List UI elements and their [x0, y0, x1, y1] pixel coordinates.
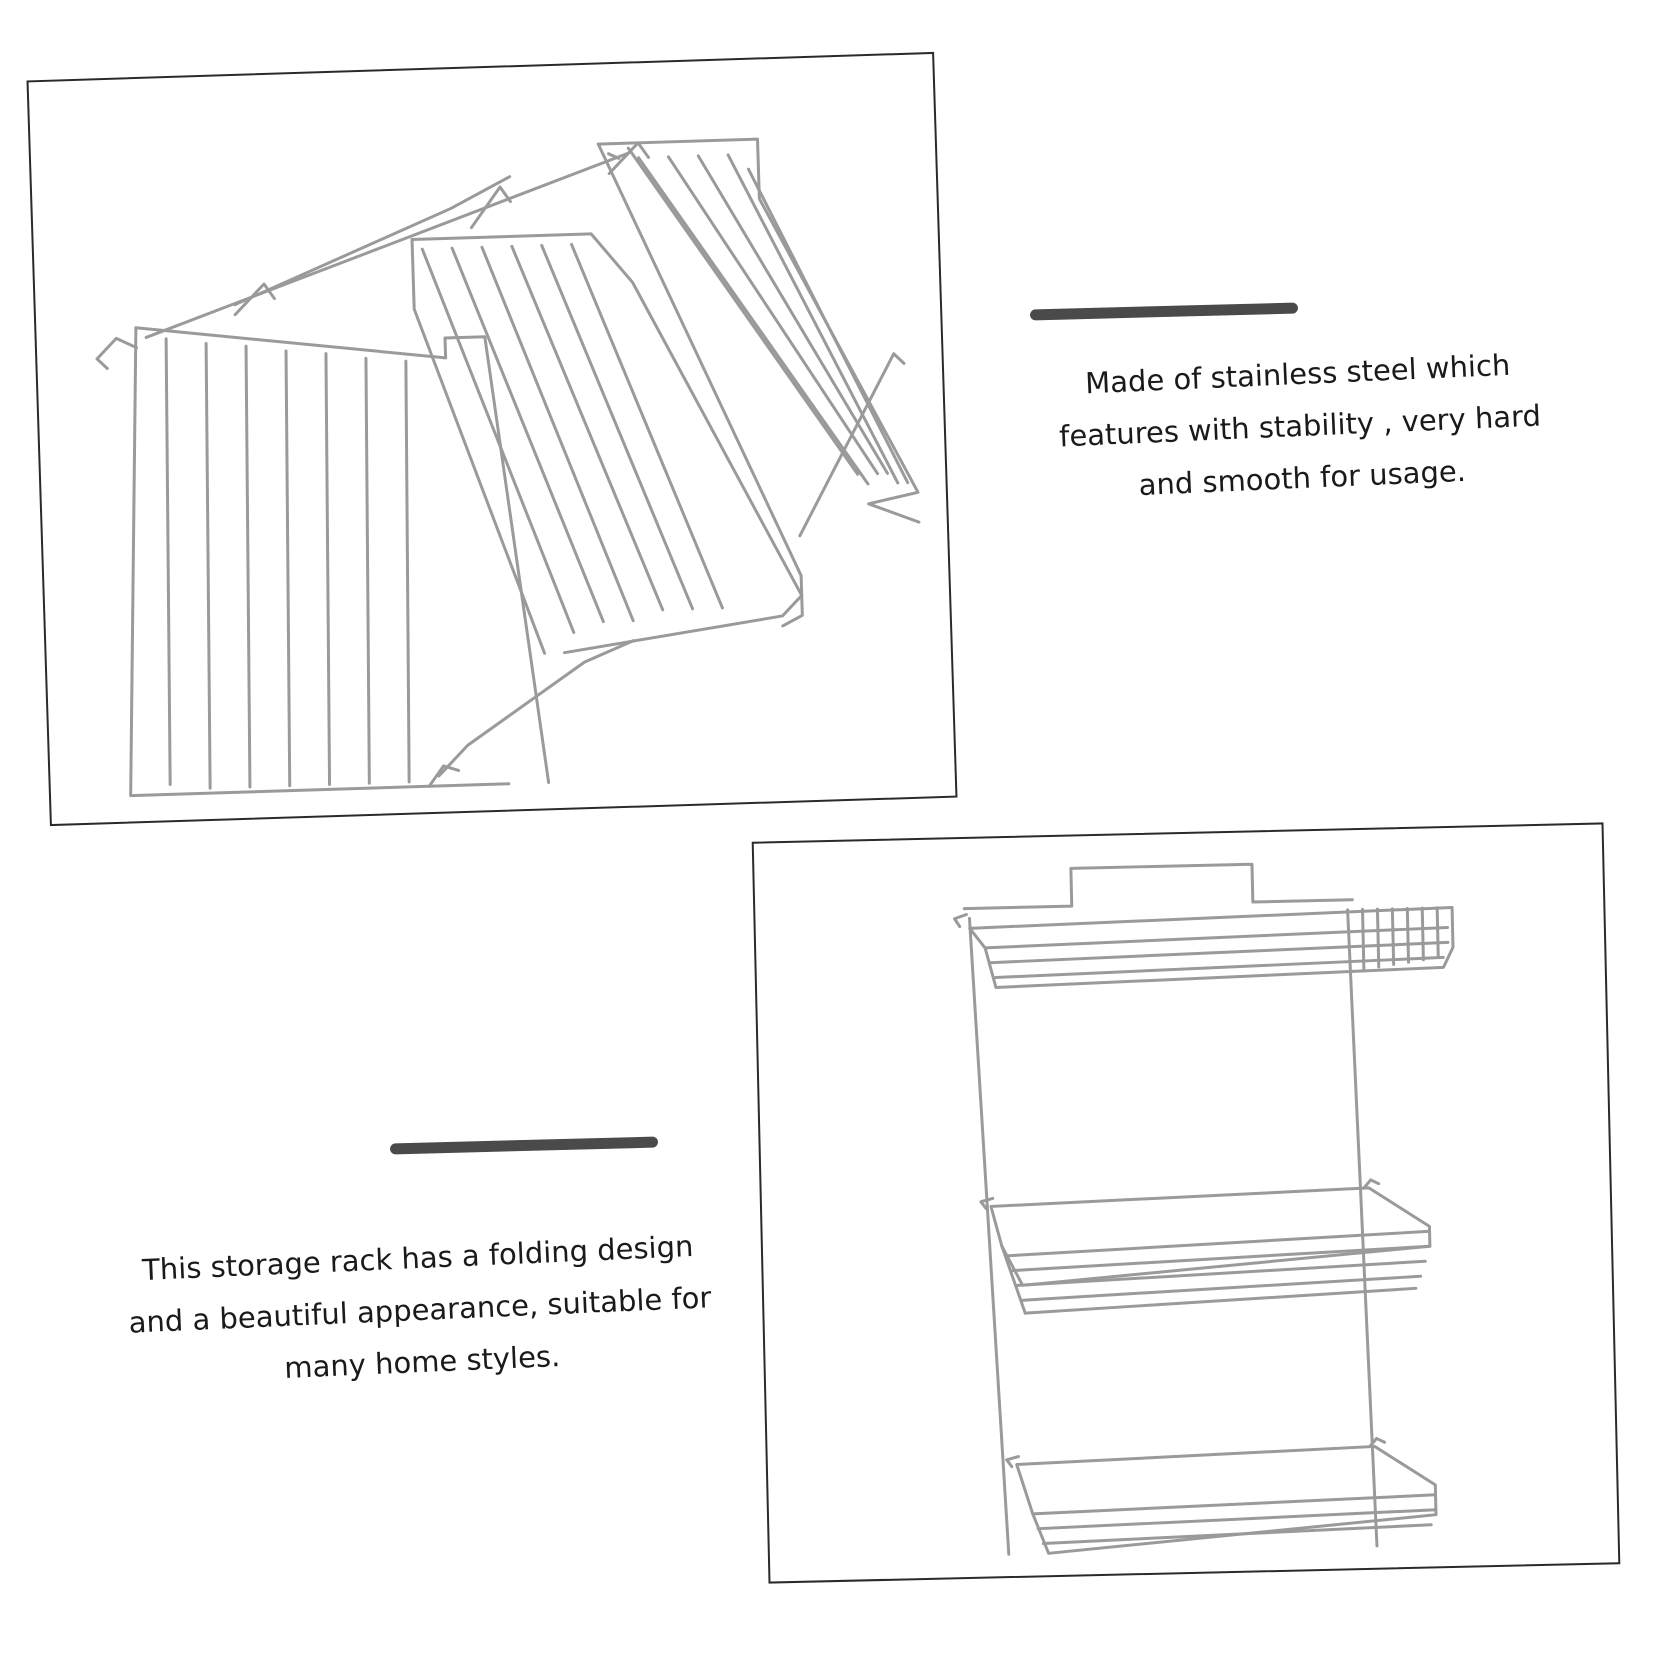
three-tier-rack-photo-frame — [751, 822, 1621, 1584]
bottom-accent-bar — [389, 1136, 659, 1155]
folded-rack-image — [95, 137, 921, 798]
top-caption: Made of stainless steel which features w… — [1058, 347, 1542, 503]
top-accent-bar — [1029, 302, 1299, 321]
three-tier-rack-image — [953, 862, 1455, 1556]
folded-rack-photo-frame — [26, 51, 958, 827]
bottom-caption: This storage rack has a folding design a… — [128, 1229, 712, 1385]
